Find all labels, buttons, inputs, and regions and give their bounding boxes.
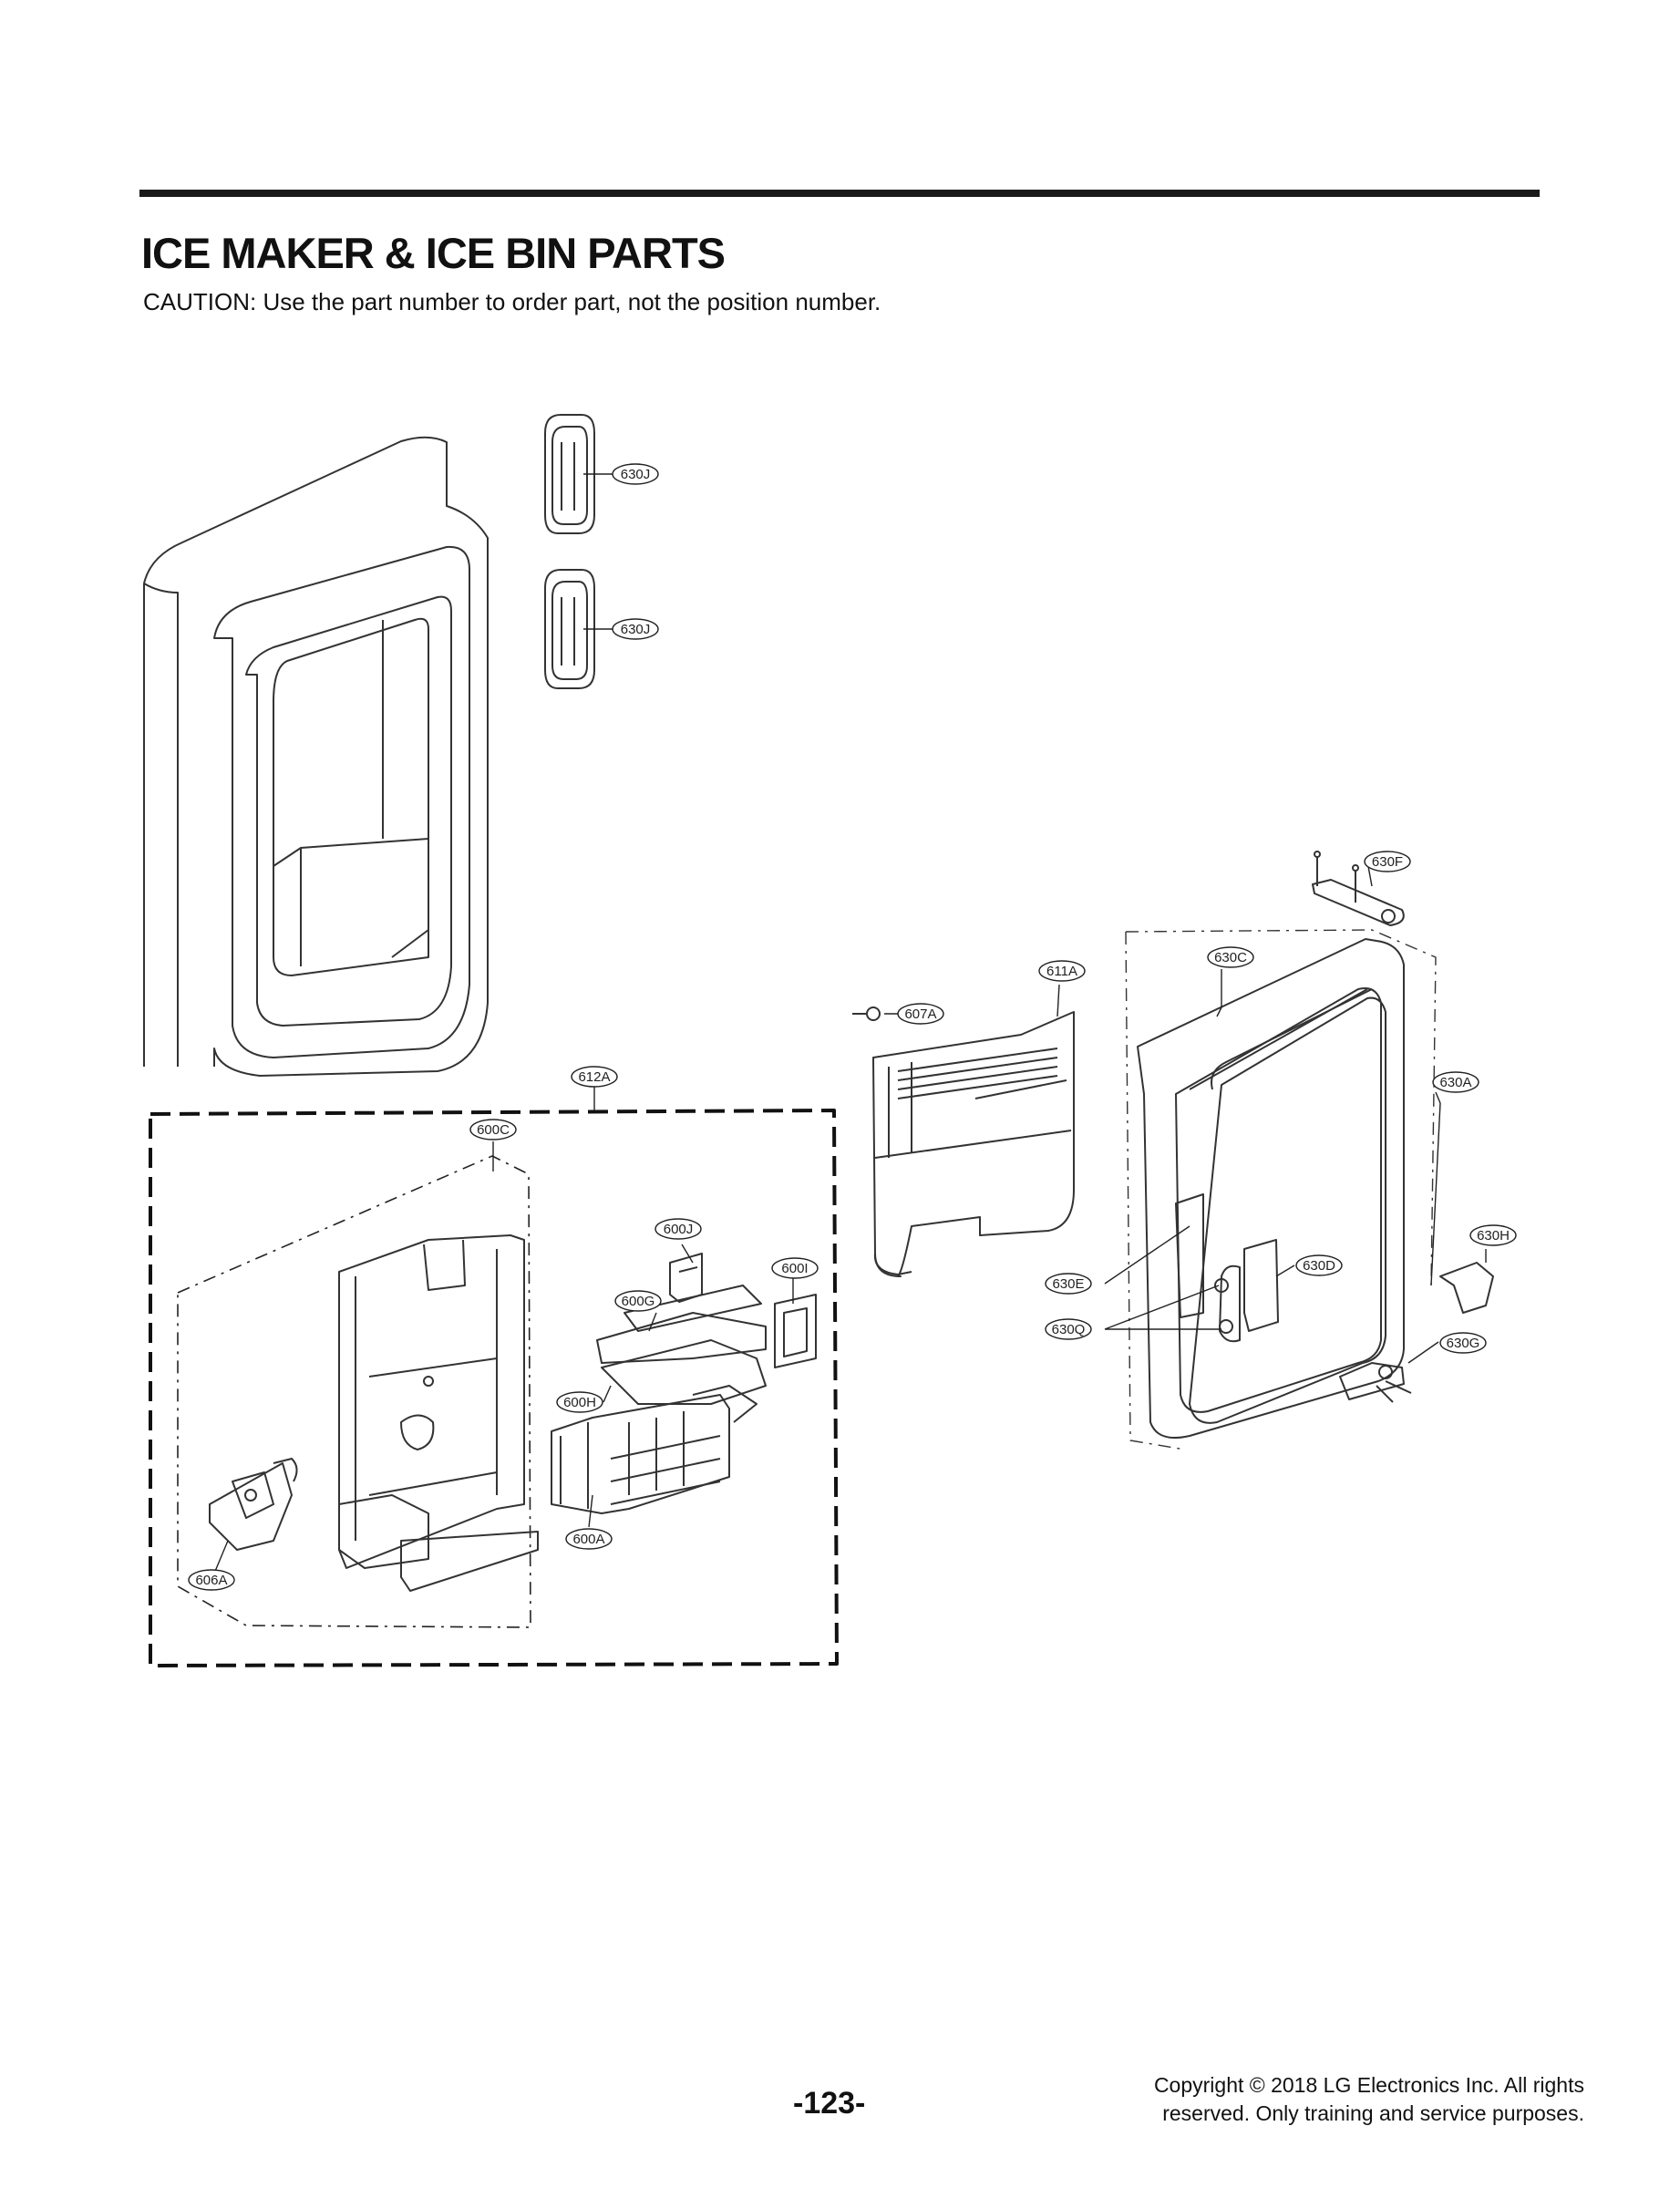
callout-607A: 607A — [897, 1003, 944, 1025]
callout-600G: 600G — [614, 1290, 662, 1312]
hinge-630H-illustration — [1439, 1262, 1494, 1314]
bracket-630G-illustration — [1339, 1362, 1412, 1403]
callout-label: 600G — [622, 1294, 655, 1309]
icebin-611A-illustration — [872, 1011, 1075, 1277]
callout-label: 630H — [1477, 1228, 1510, 1244]
clip-600J-illustration — [669, 1253, 703, 1303]
callout-630J-top: 630J — [612, 463, 659, 485]
callout-630C: 630C — [1207, 946, 1254, 968]
copyright-notice: Copyright © 2018 LG Electronics Inc. All… — [1074, 2071, 1584, 2128]
callout-label: 611A — [1046, 964, 1077, 979]
callout-label: 630E — [1052, 1276, 1084, 1292]
assembly-612A-frame — [149, 1109, 839, 1667]
callout-label: 630C — [1214, 950, 1247, 965]
callout-630J-bottom: 630J — [612, 618, 659, 640]
callout-630H: 630H — [1469, 1224, 1517, 1246]
callout-label: 630G — [1447, 1336, 1480, 1351]
callout-600H: 600H — [556, 1391, 603, 1413]
callout-630D: 630D — [1295, 1254, 1343, 1276]
icemaker-600A-illustration — [551, 1285, 767, 1514]
gasket-630J-bottom — [544, 569, 595, 689]
sensor-606A-illustration — [209, 1458, 298, 1551]
callout-600I: 600I — [771, 1257, 819, 1279]
callout-630A: 630A — [1432, 1071, 1479, 1093]
callout-630F: 630F — [1364, 851, 1411, 872]
callout-630Q: 630Q — [1045, 1318, 1092, 1340]
callout-label: 630J — [621, 622, 651, 637]
caution-note: CAUTION: Use the part number to order pa… — [143, 288, 881, 315]
callout-label: 606A — [195, 1573, 227, 1588]
handle-630D-illustration — [1214, 1239, 1279, 1343]
callout-label: 600C — [477, 1122, 510, 1138]
callout-label: 600I — [781, 1261, 808, 1276]
callout-611A: 611A — [1038, 960, 1086, 982]
callout-600C: 600C — [469, 1119, 517, 1140]
callout-label: 630A — [1439, 1075, 1471, 1090]
pad-600I-illustration — [774, 1294, 817, 1368]
door-630A-illustration — [1137, 938, 1405, 1440]
callout-label: 630Q — [1052, 1322, 1086, 1337]
door-panel-illustration — [143, 436, 489, 1077]
callout-630E: 630E — [1045, 1273, 1092, 1295]
callout-label: 600J — [664, 1222, 694, 1237]
callout-630G: 630G — [1439, 1332, 1487, 1354]
callout-600J: 600J — [654, 1218, 702, 1240]
page-number: -123- — [793, 2086, 866, 2121]
bracket-600C-illustration — [338, 1234, 539, 1592]
page-title: ICE MAKER & ICE BIN PARTS — [141, 229, 726, 277]
header-rule — [139, 190, 1540, 197]
copyright-line-2: reserved. Only training and service purp… — [1162, 2101, 1584, 2125]
screw-607A-illustration — [852, 1006, 881, 1021]
callout-612A: 612A — [571, 1066, 618, 1088]
callout-label: 600A — [572, 1532, 604, 1547]
gasket-630J-top — [544, 414, 595, 534]
callout-606A: 606A — [188, 1569, 235, 1591]
assembly-600C-frame — [177, 1155, 531, 1628]
door-frame-dashed — [1125, 929, 1437, 1450]
callout-label: 600H — [563, 1395, 596, 1410]
hinge-630F-illustration — [1312, 851, 1405, 926]
callout-label: 612A — [578, 1069, 610, 1085]
callout-label: 630D — [1303, 1258, 1335, 1274]
callout-label: 630J — [621, 467, 651, 482]
callout-label: 630F — [1372, 854, 1403, 870]
callout-600A: 600A — [565, 1528, 613, 1550]
callout-label: 607A — [904, 1006, 936, 1022]
copyright-line-1: Copyright © 2018 LG Electronics Inc. All… — [1153, 2073, 1584, 2097]
